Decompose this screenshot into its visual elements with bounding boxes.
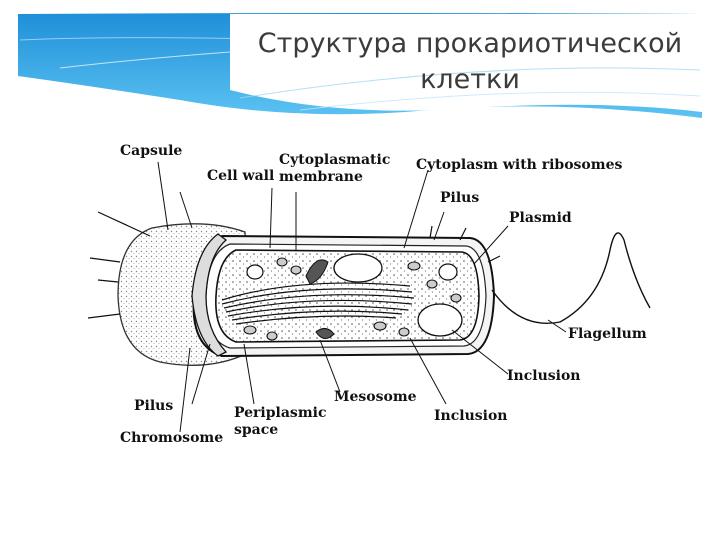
slide-title-line-2: клетки — [420, 64, 520, 95]
chromosome-shape — [221, 282, 415, 325]
label-cytoplasmic-membrane-line-2: membrane — [279, 169, 363, 185]
label-flagellum: Flagellum — [568, 326, 647, 342]
label-cell-wall: Cell wall — [207, 168, 275, 184]
pili-left — [87, 211, 151, 319]
label-plasmid: Plasmid — [509, 210, 572, 226]
label-cytoplasmic-membrane: Cytoplasmatic membrane — [279, 152, 390, 186]
banner-white-sheet — [230, 14, 702, 112]
leader-lines — [157, 161, 567, 433]
mesosome-shape — [305, 259, 329, 285]
label-capsule: Capsule — [120, 143, 183, 159]
header-banner — [18, 13, 702, 118]
label-inclusion-bottom: Inclusion — [434, 408, 508, 424]
inclusion-large-right — [417, 303, 463, 337]
label-pilus-top: Pilus — [440, 190, 480, 206]
inclusion-small — [438, 263, 458, 281]
inclusion-left — [246, 264, 264, 280]
label-mesosome: Mesosome — [334, 389, 417, 405]
label-chromosome: Chromosome — [120, 430, 224, 446]
label-cytoplasm: Cytoplasm with ribosomes — [416, 157, 623, 173]
pili-right — [429, 225, 501, 263]
plasmid-shapes — [243, 257, 462, 341]
cell-wall-flap — [191, 233, 228, 357]
label-pilus-bottom: Pilus — [134, 398, 174, 414]
label-periplasmic-line-2: space — [234, 422, 279, 438]
label-cytoplasmic-membrane-line-1: Cytoplasmatic — [279, 152, 391, 168]
label-periplasmic-line-1: Periplasmic — [234, 405, 327, 421]
label-inclusion-right: Inclusion — [507, 368, 581, 384]
slide-title-line-1: Структура прокариотической — [257, 28, 683, 59]
label-periplasmic-space: Periplasmic space — [234, 405, 326, 439]
slide-title: Структура прокариотической клетки — [250, 26, 690, 98]
flagellum-shape — [491, 232, 651, 324]
inclusion-large-top — [333, 253, 383, 283]
